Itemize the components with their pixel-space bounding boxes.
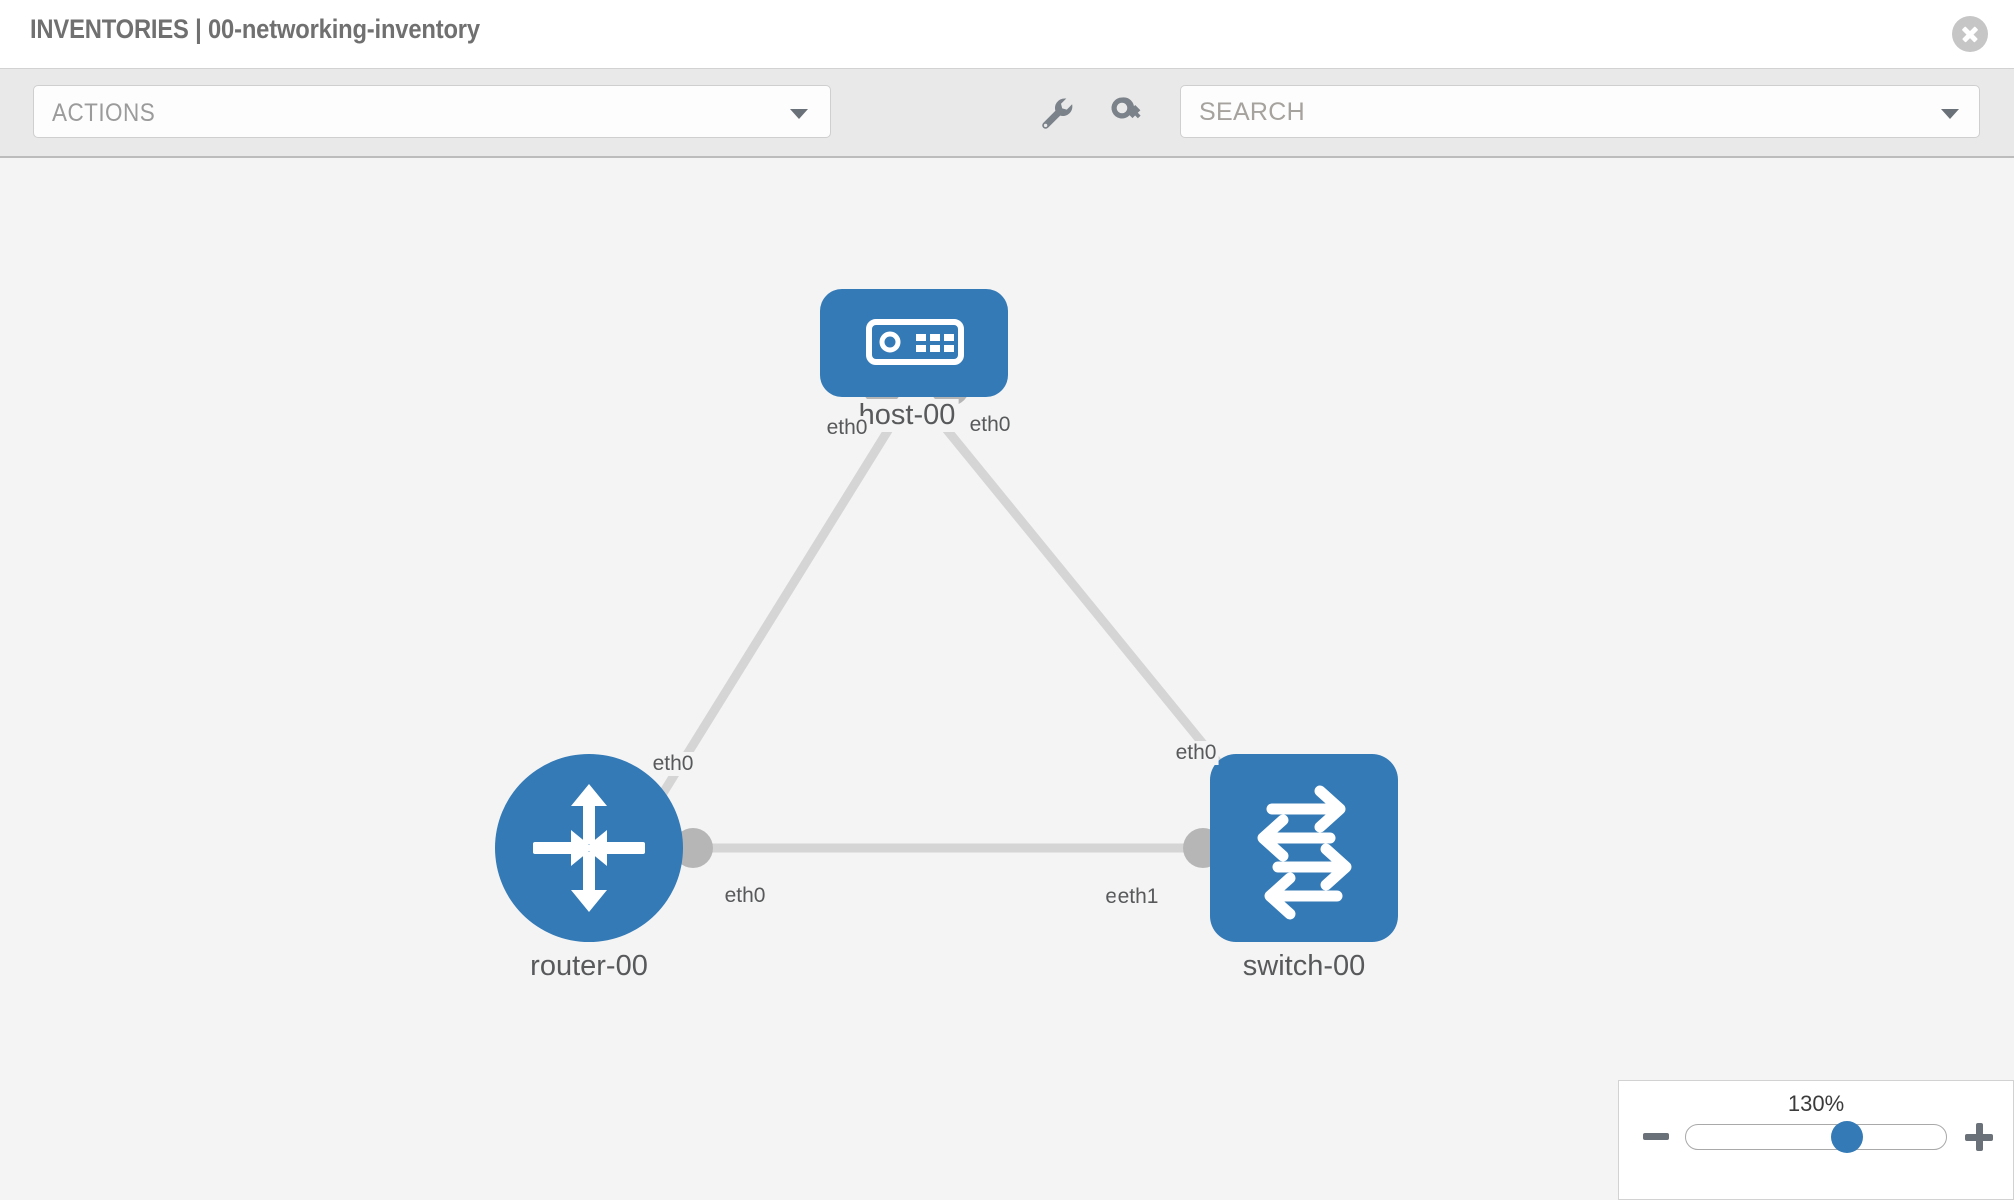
link-host-switch (921, 400, 1239, 786)
topology-links (656, 400, 1239, 853)
actions-dropdown-label: ACTIONS (52, 99, 156, 127)
node-label-switch-00: switch-00 (1239, 950, 1369, 983)
node-host-00-shape (820, 289, 1008, 397)
zoom-control-panel: 130% (1618, 1080, 2014, 1200)
chevron-down-icon (790, 109, 808, 119)
interface-label: eth0 (824, 416, 870, 440)
node-label-router-00: router-00 (527, 950, 651, 983)
actions-dropdown[interactable]: ACTIONS (33, 85, 831, 138)
search-input[interactable]: SEARCH (1180, 85, 1980, 138)
interface-label: eth0 (650, 752, 696, 776)
link-router-host (656, 400, 909, 801)
node-switch-00-shape (1210, 754, 1398, 942)
page-header: INVENTORIES | 00-networking-inventory (0, 0, 2014, 68)
switch-arrows-icon (1210, 754, 1398, 942)
interface-label: eth0 (722, 884, 768, 908)
zoom-slider[interactable] (1685, 1121, 1947, 1153)
interface-label: eth0 (967, 413, 1013, 437)
node-switch-00[interactable] (1210, 754, 1398, 942)
toolbar: ACTIONS SEARCH (0, 68, 2014, 158)
wrench-icon[interactable] (1034, 91, 1078, 135)
node-host-00[interactable] (820, 289, 1008, 397)
zoom-in-button[interactable] (1965, 1123, 1993, 1151)
close-icon[interactable] (1952, 16, 1988, 52)
search-placeholder: SEARCH (1199, 98, 1305, 126)
key-icon[interactable] (1105, 91, 1149, 135)
chevron-down-icon (1941, 109, 1959, 119)
zoom-slider-handle[interactable] (1831, 1121, 1864, 1153)
server-icon (820, 289, 1008, 397)
topology-canvas[interactable]: host-00 router-00 switch-00 eth0 eth0 et… (0, 158, 2014, 1200)
interface-label: eth0 (1173, 741, 1219, 765)
node-router-00[interactable] (495, 754, 683, 942)
page-title: INVENTORIES | 00-networking-inventory (30, 14, 480, 44)
node-label-host-00: host-00 (855, 399, 959, 432)
zoom-out-button[interactable] (1643, 1133, 1669, 1140)
zoom-level-value: 130% (1787, 1091, 1845, 1116)
router-arrows-icon (495, 754, 683, 942)
interface-label: eth1 (1115, 885, 1161, 909)
